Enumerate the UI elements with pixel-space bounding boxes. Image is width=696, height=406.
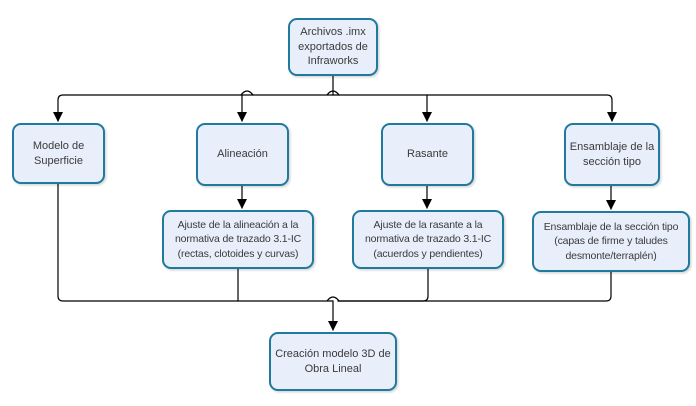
- line-hop: [326, 296, 340, 302]
- edge-archivos-ensamblaje: [332, 94, 618, 123]
- node-ensamblaje-seccion-tipo: Ensamblaje de la sección tipo: [564, 123, 660, 186]
- node-label: Ajuste de la rasante a la normativa de t…: [364, 219, 492, 260]
- node-ajuste-alineacion: Ajuste de la alineación a la normativa d…: [162, 210, 314, 269]
- line-hop: [240, 90, 254, 96]
- node-creacion-modelo-3d: Creación modelo 3D de Obra Lineal: [269, 332, 397, 391]
- node-label: Archivos .imx exportados de Infraworks: [298, 26, 368, 68]
- edge-ajuste-rasante-creacion: [337, 268, 429, 302]
- node-label: Creación modelo 3D de Obra Lineal: [275, 347, 391, 375]
- node-label: Ensamblaje de la sección tipo: [569, 140, 655, 168]
- edge-archivos-modelo: [52, 94, 334, 123]
- node-label: Ajuste de la alineación a la normativa d…: [174, 219, 302, 260]
- node-label: Alineación: [217, 148, 268, 161]
- node-label: Rasante: [407, 148, 448, 161]
- node-label: Modelo de Superficie: [32, 139, 85, 167]
- node-modelo-superficie: Modelo de Superficie: [12, 123, 105, 184]
- node-alineacion: Alineación: [196, 123, 289, 186]
- edge-capas-creacion: [337, 271, 612, 302]
- node-label: Ensamblaje de la sección tipo (capas de …: [543, 221, 679, 262]
- node-archivos-imx: Archivos .imx exportados de Infraworks: [288, 18, 378, 76]
- node-ensamblaje-capas: Ensamblaje de la sección tipo (capas de …: [532, 211, 690, 272]
- line-hop: [326, 90, 340, 96]
- node-rasante: Rasante: [381, 123, 474, 186]
- node-ajuste-rasante: Ajuste de la rasante a la normativa de t…: [352, 210, 504, 269]
- edge-modelo-creacion: [57, 183, 334, 302]
